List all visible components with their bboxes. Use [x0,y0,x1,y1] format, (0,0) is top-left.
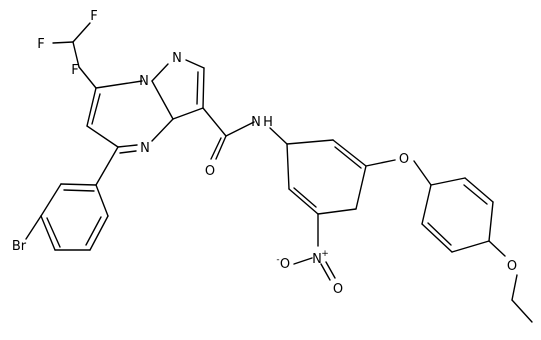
atom-label-nh-n: N [251,115,261,130]
bond [89,215,109,251]
bond [488,240,506,257]
atom-label-o-ether-2: O [507,259,517,274]
bonds [25,22,533,323]
bond [91,93,101,125]
bond [225,121,255,137]
bond [119,150,137,154]
bond [117,144,138,148]
atom-label-o-nitro-2: O [333,282,343,297]
bond [40,215,56,251]
atom-label-n-ring-1: N [139,74,149,89]
atom-label-f3: F [71,63,78,78]
bond [185,59,205,69]
atom-label-o-ether-1: O [399,152,409,167]
bond [286,143,290,190]
bond [293,187,317,208]
bond [286,139,334,145]
bond [269,127,288,145]
bond [320,263,331,281]
bond [427,222,452,246]
bond [334,146,362,169]
atom-label-f1: F [37,37,44,52]
bond [293,257,313,265]
bond [151,118,174,142]
bond [86,87,97,127]
bond [430,177,466,186]
bond [421,223,453,253]
bond [25,215,42,240]
bond [85,216,102,246]
bond [40,183,62,217]
bond [355,165,367,210]
atom-label-n-ring-3: N [140,141,150,156]
bond [78,66,97,89]
atom-label-br: Br [12,239,27,254]
atom-label-o-nitro-1: O [280,257,290,272]
bond [95,146,119,186]
bond [215,135,227,160]
bond [46,217,61,248]
bond [413,160,432,186]
bond [95,184,109,217]
atom-label-f2: F [90,9,97,24]
bond [325,261,336,279]
bond [72,41,80,68]
charge-plus: + [321,249,329,259]
bond [202,107,227,137]
bond [60,183,97,186]
atom-label-nh-h: H [263,115,273,130]
bond [151,63,169,82]
bond [86,125,119,148]
bond [95,80,143,89]
bond [451,240,490,253]
bond [63,189,95,192]
bond [463,184,488,205]
bond [511,299,533,323]
bond [421,184,432,225]
charge-minus: - [276,255,279,265]
bond [365,159,396,167]
atom-labels: F F F N N N O N H O N + O - O O Br [12,9,517,297]
bond [511,274,518,301]
bond [210,137,222,160]
bond [151,80,174,120]
bond [464,177,494,203]
atom-label-n-nitro: N [312,252,322,267]
bond [288,188,319,215]
bond [332,139,367,167]
bond [317,208,357,215]
bond [196,71,199,105]
bond [202,67,205,109]
bond [488,201,494,242]
bond [72,22,91,43]
bond [52,41,74,44]
bond [172,107,204,120]
atom-label-o-carbonyl: O [205,164,215,179]
atom-label-n-ring-2: N [172,51,182,66]
